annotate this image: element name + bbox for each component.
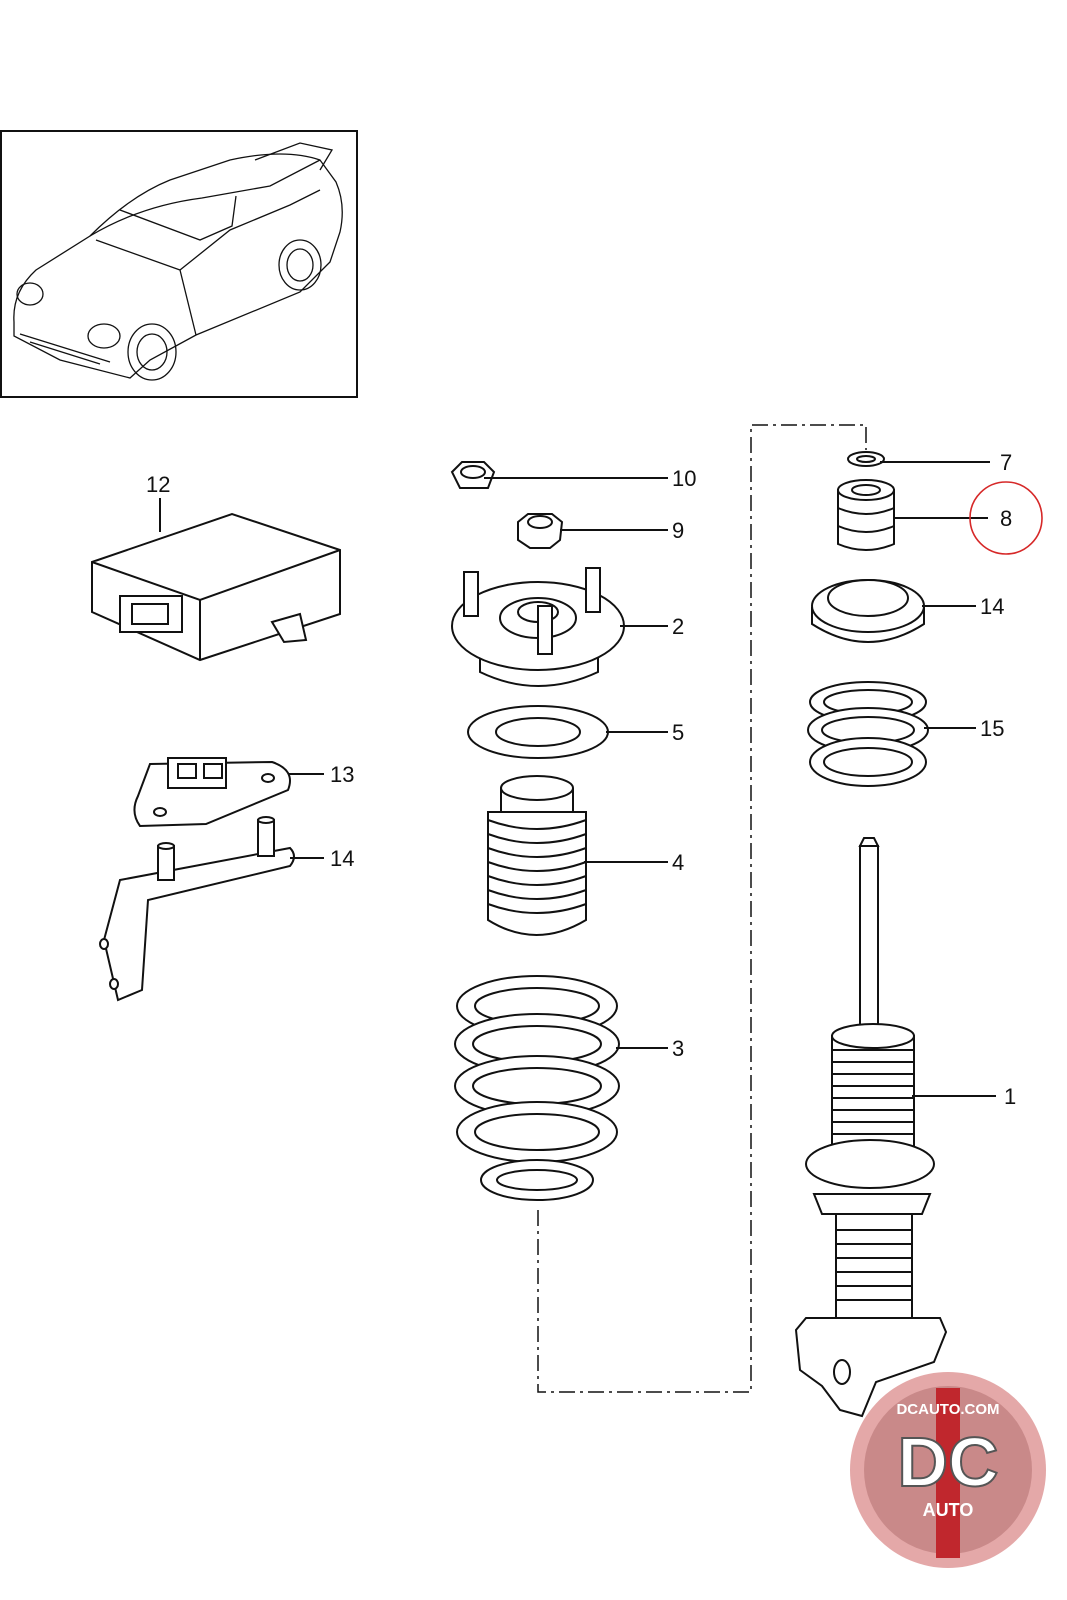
- support-washer: [467, 705, 609, 759]
- callout-1: 1: [1004, 1084, 1016, 1109]
- callout-15: 15: [980, 716, 1004, 741]
- callout-8-highlight-ring: [969, 481, 1043, 555]
- callout-7: 7: [1000, 450, 1012, 475]
- callout-9: 9: [672, 518, 684, 543]
- helper-spring: [807, 681, 929, 787]
- spring-seat: [811, 579, 925, 643]
- dcauto-watermark-logo: DCAUTO.COM DC AUTO: [850, 1372, 1046, 1568]
- car-outline: [13, 142, 343, 381]
- self-locking-nut: [517, 513, 564, 549]
- mounting-bracket: [99, 816, 295, 1002]
- flange-nut: [450, 461, 496, 489]
- watermark-site-text: DCAUTO.COM: [896, 1401, 999, 1418]
- callout-3: 3: [672, 1036, 684, 1061]
- callout-8: 8: [1000, 506, 1012, 531]
- callout-14: 14: [980, 594, 1004, 619]
- callout-labels: 12 10 9 2 5 4 3 7 8 14 15 1 13 14: [146, 450, 1016, 1109]
- vehicle-thumbnail: [0, 130, 358, 398]
- sensor-bracket: [133, 757, 291, 828]
- control-unit: [91, 512, 341, 662]
- callout-12: 13: [330, 762, 354, 787]
- top-mount: [451, 567, 625, 687]
- callout-2: 2: [672, 614, 684, 639]
- callout-13: 14: [330, 846, 354, 871]
- bump-stop: [837, 479, 895, 551]
- coil-spring: [454, 975, 620, 1201]
- callout-11: 12: [146, 472, 170, 497]
- assembly-line: [537, 424, 867, 1393]
- callout-10: 10: [672, 466, 696, 491]
- callout-5: 5: [672, 720, 684, 745]
- watermark-logo-sub: AUTO: [923, 1500, 974, 1520]
- callout-4: 4: [672, 850, 684, 875]
- shock-absorber: [794, 837, 948, 1418]
- watermark-logo-letters: DC: [897, 1423, 998, 1501]
- small-washer: [847, 451, 885, 467]
- leader-lines: [159, 461, 996, 1097]
- protective-bellows: [487, 775, 587, 936]
